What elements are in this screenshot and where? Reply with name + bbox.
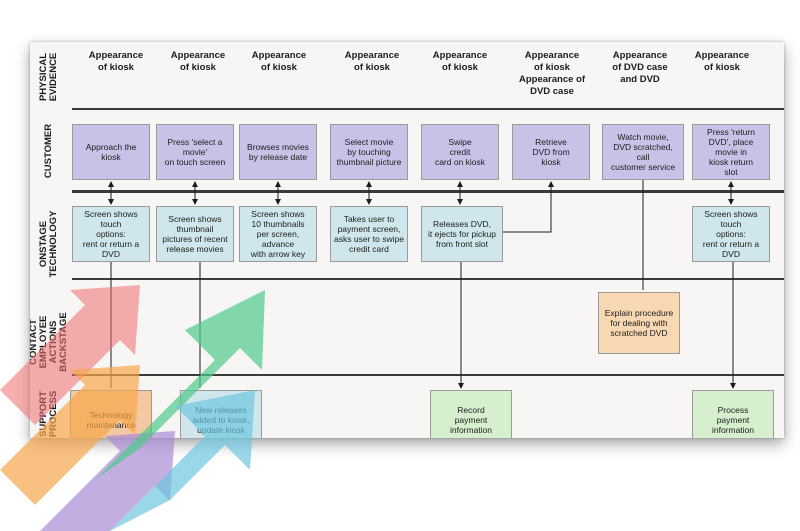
customer-action-box: Select movie by touching thumbnail pictu… bbox=[330, 124, 408, 180]
support-process-box: Process payment information bbox=[692, 390, 774, 438]
technology-box: Screen shows touch options: rent or retu… bbox=[72, 206, 150, 262]
lane-separator-line bbox=[72, 278, 784, 280]
evidence-label: Appearance of kiosk bbox=[251, 50, 307, 73]
technology-box: Takes user to payment screen, asks user … bbox=[330, 206, 408, 262]
technology-box: Screen shows thumbnail pictures of recen… bbox=[156, 206, 234, 262]
lane-separator-line bbox=[72, 108, 784, 110]
evidence-label: Appearance of kiosk bbox=[344, 50, 400, 73]
evidence-label: Appearance of DVD case and DVD bbox=[612, 50, 668, 85]
evidence-label: Appearance of kiosk Appearance of DVD ca… bbox=[519, 50, 585, 97]
arrow-shape-purple bbox=[40, 431, 175, 531]
customer-action-box: Swipe credit card on kiosk bbox=[421, 124, 499, 180]
employee-action-box: Explain procedure for dealing with scrat… bbox=[598, 292, 680, 354]
customer-action-box: Press 'select a movie' on touch screen bbox=[156, 124, 234, 180]
customer-action-box: Press 'return DVD', place movie in kiosk… bbox=[692, 124, 770, 180]
connector-arrow bbox=[503, 181, 554, 233]
customer-action-box: Watch movie, DVD scratched, call custome… bbox=[602, 124, 684, 180]
lane-separator-line bbox=[72, 190, 784, 193]
lane-separator-line bbox=[72, 374, 784, 376]
customer-action-box: Retrieve DVD from kiosk bbox=[512, 124, 590, 180]
technology-box: Releases DVD, it ejects for pickup from … bbox=[421, 206, 503, 262]
evidence-label: Appearance of kiosk bbox=[432, 50, 488, 73]
technology-box: Screen shows 10 thumbnails per screen, a… bbox=[239, 206, 317, 262]
customer-action-box: Approach the kiosk bbox=[72, 124, 150, 180]
evidence-label: Appearance of kiosk bbox=[88, 50, 144, 73]
service-blueprint: PHYSICAL EVIDENCE CUSTOMER ONSTAGE TECHN… bbox=[30, 42, 784, 438]
customer-action-box: Browses movies by release date bbox=[239, 124, 317, 180]
evidence-label: Appearance of kiosk bbox=[694, 50, 750, 73]
connector-lines bbox=[108, 180, 736, 389]
technology-box: Screen shows touch options: rent or retu… bbox=[692, 206, 770, 262]
evidence-label: Appearance of kiosk bbox=[170, 50, 226, 73]
support-process-box: Record payment information bbox=[430, 390, 512, 438]
